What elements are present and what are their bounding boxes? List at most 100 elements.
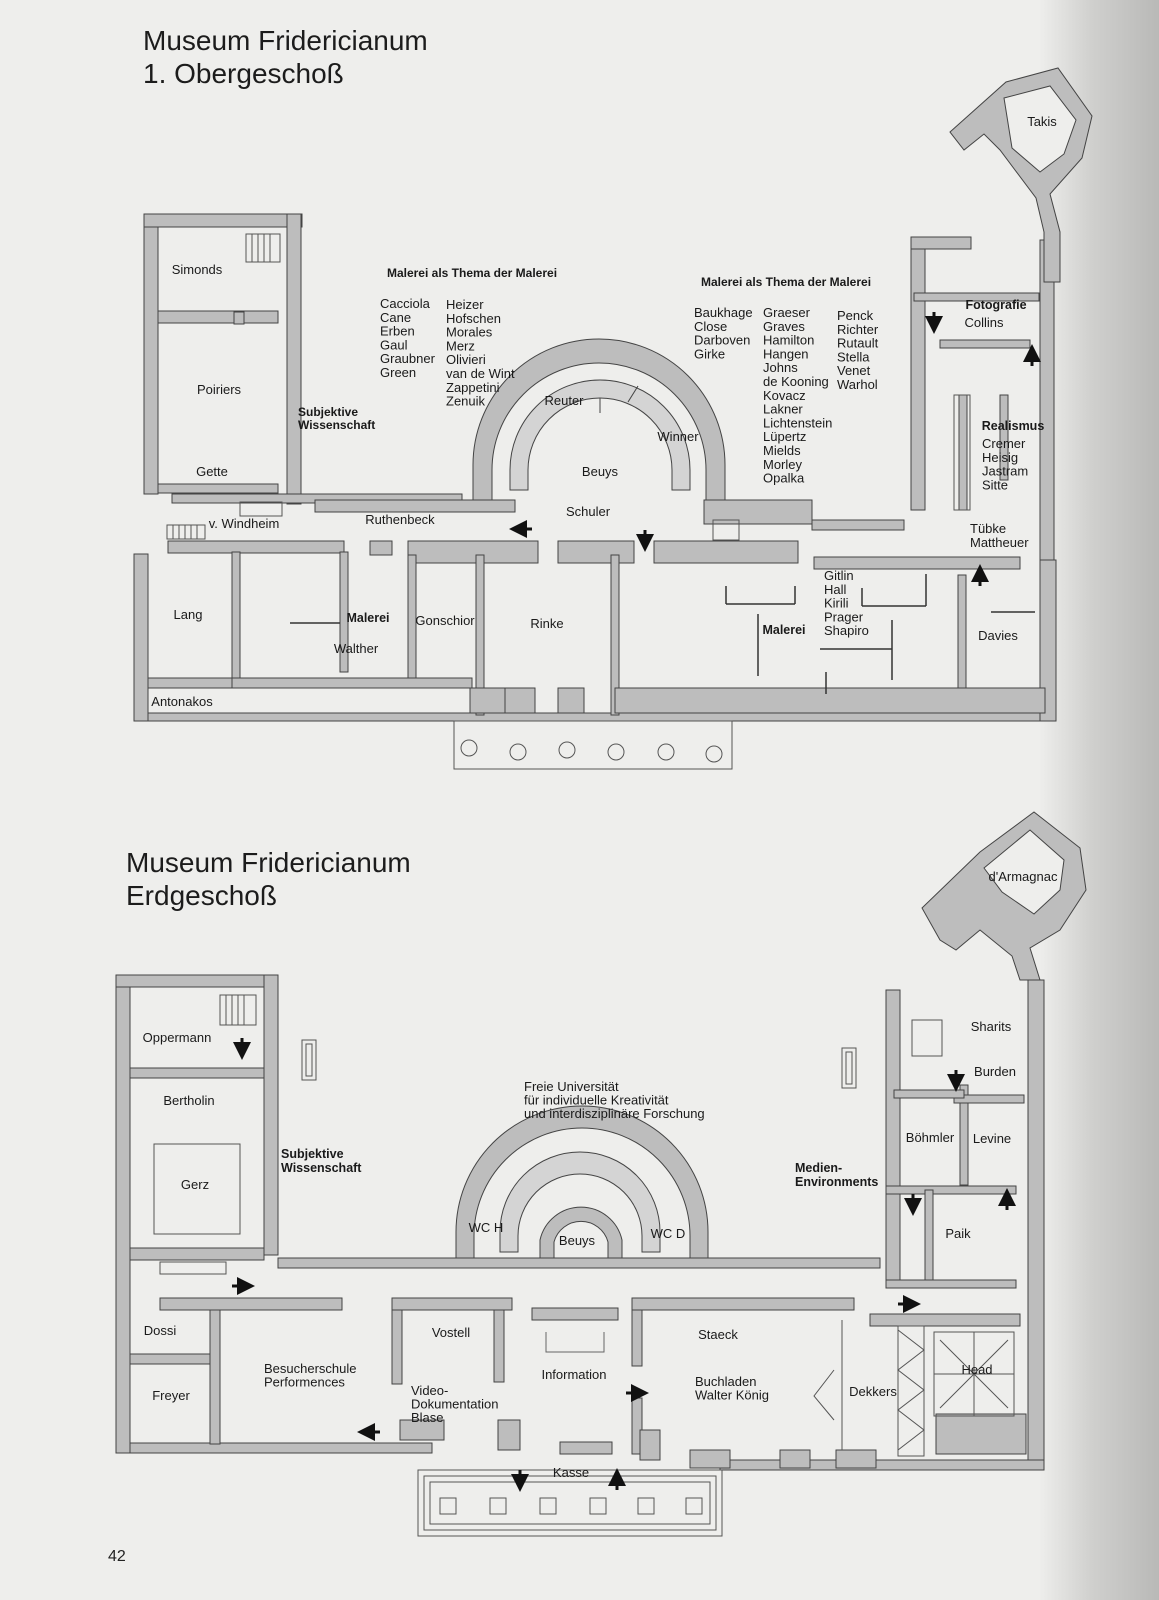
room-label-darmagnac: d'Armagnac (989, 869, 1058, 884)
artist-list-b-5: van de Wint (446, 366, 515, 381)
artist-list-g-1: Mattheuer (970, 535, 1029, 550)
artist-list-d-8: Lichtenstein (763, 415, 832, 430)
artist-list-c-3: Girke (694, 346, 725, 361)
artist-list-d-0: Graeser (763, 305, 811, 320)
artist-list-d-12: Opalka (763, 471, 805, 486)
artist-list-a-0: Cacciola (380, 296, 431, 311)
section-label-realismus: Realismus (982, 419, 1045, 433)
upper-outer-walls (133, 213, 1057, 722)
lower-portico (417, 1469, 723, 1537)
room-label-dossi: Dossi (144, 1323, 177, 1338)
room-label-lang: Lang (174, 607, 203, 622)
artist-list-f-2: Jastram (982, 464, 1028, 479)
room-label-boehmler: Böhmler (906, 1130, 955, 1145)
artist-list-a-3: Gaul (380, 337, 408, 352)
section-label-fotografie: Fotografie (965, 298, 1026, 312)
lower-corridor-walls (159, 1257, 1021, 1327)
upper-direction-arrows (509, 312, 1041, 586)
artist-list-h-1: Hall (824, 582, 847, 597)
heading-subjektive2-1: Wissenschaft (281, 1161, 362, 1175)
artist-list-b-7: Zenuik (446, 394, 486, 409)
artist-list-b-2: Morales (446, 325, 493, 340)
section-label-malerei-right: Malerei (762, 623, 805, 637)
room-label-antonakos: Antonakos (151, 694, 213, 709)
artist-list-d-6: Kovacz (763, 388, 806, 403)
heading-subjektive2-0: Subjektive (281, 1147, 344, 1161)
room-label-windheim: v. Windheim (209, 516, 280, 531)
room-label-bertholin: Bertholin (163, 1093, 214, 1108)
block-besucherschule-1: Performences (264, 1375, 345, 1390)
artist-list-f-3: Sitte (982, 477, 1008, 492)
artist-list-a-1: Cane (380, 310, 411, 325)
upper-portico (453, 720, 733, 770)
heading-medien-1: Environments (795, 1175, 878, 1189)
block-buchladen-0: Buchladen (695, 1374, 756, 1389)
artist-list-g-0: Tübke (970, 521, 1006, 536)
room-label-staeck: Staeck (698, 1327, 738, 1342)
block-video-0: Video- (411, 1383, 448, 1398)
artist-list-a-4: Graubner (380, 351, 436, 366)
artist-list-d-2: Hamilton (763, 333, 814, 348)
artist-list-e-1: Richter (837, 322, 879, 337)
room-label-sharits: Sharits (971, 1019, 1012, 1034)
artist-list-c-2: Darboven (694, 333, 750, 348)
artist-list-b-1: Hofschen (446, 311, 501, 326)
artist-list-d-1: Graves (763, 319, 805, 334)
lower-plan-title: Museum Fridericianum Erdgeschoß (126, 847, 411, 911)
lower-stairs-and-details (153, 994, 1015, 1457)
heading-subjektive-0: Subjektive (298, 405, 358, 419)
artist-list-d-3: Hangen (763, 346, 809, 361)
artist-list-c-0: Baukhage (694, 305, 753, 320)
room-label-poiriers: Poiriers (197, 382, 242, 397)
room-label-oppermann: Oppermann (143, 1030, 212, 1045)
room-label-simonds: Simonds (172, 262, 223, 277)
room-label-beuys2: Beuys (559, 1233, 596, 1248)
block-video-2: Blase (411, 1410, 444, 1425)
heading-subjektive-1: Wissenschaft (298, 418, 375, 432)
room-label-wcd: WC D (651, 1226, 686, 1241)
room-label-winner: Winner (657, 429, 699, 444)
artist-list-d-10: Mields (763, 443, 801, 458)
artist-list-d-5: de Kooning (763, 374, 829, 389)
heading-malerei-thema-left-0: Malerei als Thema der Malerei (387, 266, 557, 280)
room-label-gette: Gette (196, 464, 228, 479)
artist-list-b-6: Zappetini (446, 380, 500, 395)
artist-list-d-7: Lakner (763, 402, 803, 417)
block-besucherschule-0: Besucherschule (264, 1361, 357, 1376)
room-label-walther: Walther (334, 641, 379, 656)
block-freie-uni-2: und interdisziplinäre Forschung (524, 1106, 705, 1121)
lower-floor-plan (115, 811, 1087, 1537)
page-number: 42 (108, 1548, 126, 1565)
room-label-paik: Paik (945, 1226, 971, 1241)
artist-list-b-0: Heizer (446, 297, 484, 312)
room-label-gonschior: Gonschior (415, 613, 475, 628)
lower-dartagnac-wing (921, 811, 1087, 981)
artist-list-e-5: Warhol (837, 377, 878, 392)
artist-list-d-9: Lüpertz (763, 429, 806, 444)
artist-list-e-2: Rutault (837, 336, 879, 351)
upper-plan-title: Museum Fridericianum 1. Obergeschoß (143, 25, 428, 89)
room-label-kasse: Kasse (553, 1465, 589, 1480)
room-label-beuys: Beuys (582, 464, 619, 479)
artist-list-h-4: Shapiro (824, 623, 869, 638)
room-label-ruthenbeck: Ruthenbeck (365, 512, 435, 527)
block-buchladen-1: Walter König (695, 1388, 769, 1403)
room-label-dekkers: Dekkers (849, 1384, 897, 1399)
room-label-davies: Davies (978, 628, 1018, 643)
block-video-1: Dokumentation (411, 1397, 498, 1412)
artist-list-a-5: Green (380, 365, 416, 380)
block-freie-uni-1: für individuelle Kreativität (524, 1093, 669, 1108)
room-label-gerz: Gerz (181, 1177, 209, 1192)
lower-rotunda (455, 1105, 709, 1259)
room-label-head: Head (961, 1362, 992, 1377)
artist-list-e-4: Venet (837, 363, 871, 378)
room-label-vostell: Vostell (432, 1325, 470, 1340)
artist-list-b-4: Olivieri (446, 352, 486, 367)
room-label-wch: WC H (469, 1220, 504, 1235)
lower-direction-arrows (232, 1038, 1016, 1492)
section-label-malerei-center: Malerei (346, 611, 389, 625)
upper-stairs (166, 233, 971, 541)
artist-list-d-11: Morley (763, 457, 803, 472)
